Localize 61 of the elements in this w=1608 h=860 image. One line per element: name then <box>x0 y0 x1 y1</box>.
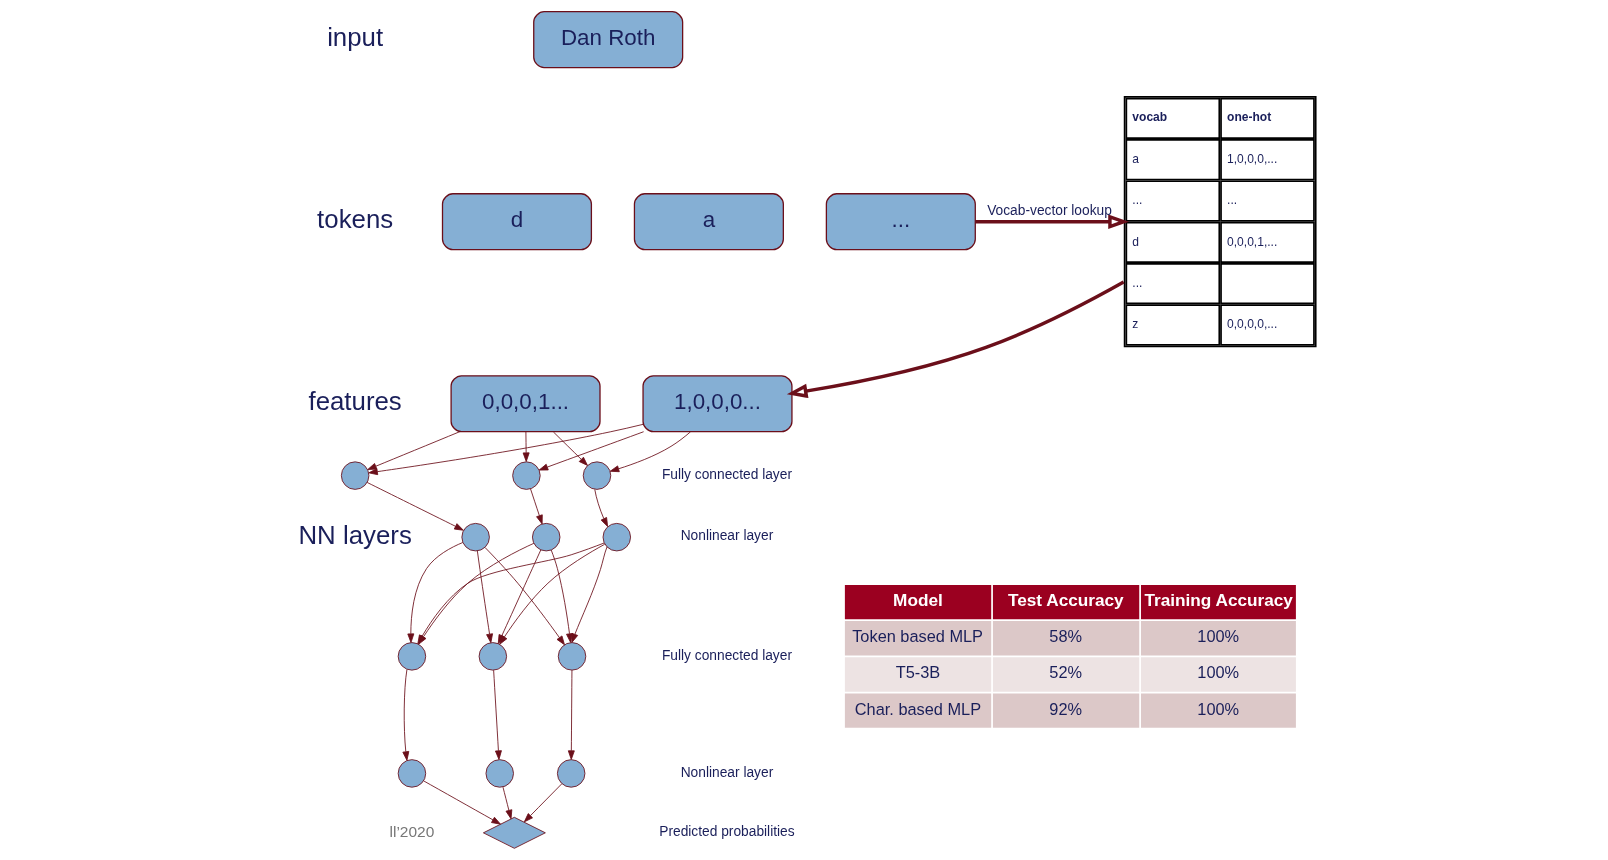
node-circle <box>582 461 612 490</box>
label: 100% <box>1197 627 1240 646</box>
arrow <box>609 431 691 473</box>
arrow <box>567 669 575 760</box>
label: Predicted probabilities <box>659 824 795 840</box>
label: 58% <box>1049 627 1083 646</box>
label: input <box>327 23 384 52</box>
label: Model <box>893 589 943 610</box>
node-box: Dan Roth <box>533 11 684 69</box>
label: Char. based MLP <box>854 699 982 718</box>
arrow <box>366 482 464 531</box>
arrow <box>522 431 530 462</box>
node-box: ... <box>825 193 976 251</box>
label: features <box>308 387 402 416</box>
arrow <box>476 550 493 644</box>
node-circle <box>532 522 561 552</box>
node-circle <box>556 759 586 788</box>
node-box: a <box>633 193 784 251</box>
arrow <box>975 214 1129 229</box>
node-circle <box>340 461 370 490</box>
node-box: d <box>441 193 593 251</box>
label: Token based MLP <box>852 627 984 646</box>
node-circle <box>557 642 587 671</box>
node-box: 0,0,0,1... <box>450 375 601 433</box>
arrow <box>594 489 609 527</box>
label: 52% <box>1049 663 1083 682</box>
label: tokens <box>317 205 394 234</box>
arrow <box>367 431 461 470</box>
node-circle <box>461 522 490 552</box>
label: NN layers <box>298 520 412 549</box>
label: Fully connected layer <box>661 466 792 482</box>
label: Training Accuracy <box>1144 589 1293 610</box>
arrow <box>571 546 608 643</box>
label: 92% <box>1049 699 1083 718</box>
label: Nonlinear layer <box>680 764 774 780</box>
node-circle <box>397 759 427 788</box>
label: 100% <box>1197 699 1240 718</box>
node-circle <box>478 642 508 671</box>
label: T5-3B <box>895 663 941 682</box>
label: 100% <box>1197 663 1240 682</box>
node-circle <box>512 461 541 490</box>
arrow <box>523 783 563 823</box>
arrow <box>538 431 645 471</box>
label: Nonlinear layer <box>680 528 774 544</box>
edge-label: Vocab-vector lookup <box>987 202 1112 218</box>
arrow <box>530 488 543 525</box>
arrow <box>552 431 588 466</box>
node-circle <box>602 522 631 552</box>
label: ll’2020 <box>389 822 435 840</box>
node-circle <box>397 642 427 671</box>
arrow <box>493 669 502 760</box>
arrow <box>502 786 513 820</box>
arrow <box>550 549 573 643</box>
label: Fully connected layer <box>661 647 792 663</box>
arrow <box>402 669 410 761</box>
arrow <box>423 780 501 825</box>
node-circle <box>485 759 514 788</box>
arrow <box>786 280 1125 399</box>
node-box: 1,0,0,0... <box>642 375 793 433</box>
label: Test Accuracy <box>1007 589 1124 610</box>
arrow <box>368 423 644 476</box>
